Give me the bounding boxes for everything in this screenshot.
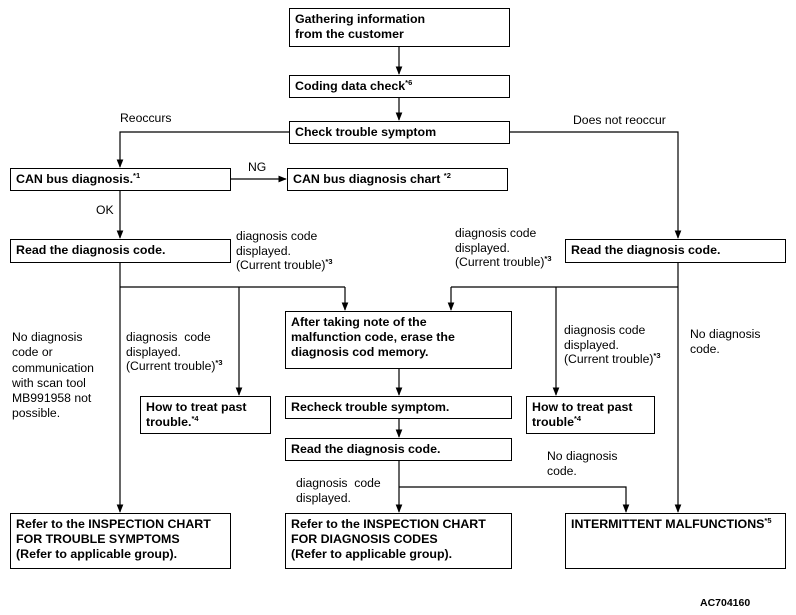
box-can-diag-text: CAN bus diagnosis. — [16, 172, 134, 186]
box-coding-data-check: Coding data check*6 — [289, 75, 510, 98]
box-can-bus-diagnosis: CAN bus diagnosis.*1 — [10, 168, 231, 191]
label-code-displayed-current-c: diagnosis code displayed. (Current troub… — [126, 330, 223, 374]
ref-4-right: *4 — [574, 414, 582, 423]
box-past-right-text: How to treat past trouble — [532, 400, 633, 429]
label-c-text: diagnosis code displayed. (Current troub… — [126, 330, 216, 373]
label-reoccurs: Reoccurs — [120, 111, 172, 125]
box-intermittent-text: INTERMITTENT MALFUNCTIONS — [571, 517, 765, 531]
box-can-bus-diagnosis-chart: CAN bus diagnosis chart *2 — [287, 168, 508, 191]
arrow-not-reoccur — [509, 131, 682, 239]
ref-3-b: *3 — [544, 254, 552, 263]
label-d-text: diagnosis code displayed. (Current troub… — [564, 323, 654, 366]
ref-6: *6 — [405, 78, 413, 87]
ref-3-c: *3 — [215, 358, 223, 367]
box-after-taking-note: After taking note of the malfunction cod… — [285, 311, 512, 369]
label-no-code-or-communication: No diagnosis code or communication with … — [12, 330, 94, 421]
box-inspection-chart-diagnosis-codes: Refer to the INSPECTION CHART FOR DIAGNO… — [285, 513, 512, 569]
ref-3-a: *3 — [325, 257, 333, 266]
figure-id: AC704160 — [700, 597, 751, 609]
label-code-displayed-center: diagnosis code displayed. — [296, 476, 381, 505]
label-code-displayed-current-a: diagnosis code displayed. (Current troub… — [236, 229, 333, 273]
ref-5: *5 — [764, 516, 772, 525]
label-ng: NG — [248, 160, 267, 174]
label-no-code-right: No diagnosis code. — [690, 327, 761, 356]
label-no-code-center: No diagnosis code. — [547, 449, 618, 478]
box-read-diagnosis-code-left: Read the diagnosis code. — [10, 239, 231, 263]
box-check-trouble-symptom: Check trouble symptom — [289, 121, 510, 144]
box-read-diagnosis-code-right: Read the diagnosis code. — [565, 239, 786, 263]
box-past-left-text: How to treat past trouble. — [146, 400, 247, 429]
box-coding-text: Coding data check — [295, 79, 406, 93]
label-ok: OK — [96, 203, 114, 217]
box-recheck-trouble-symptom: Recheck trouble symptom. — [285, 396, 512, 419]
ref-2: *2 — [443, 171, 451, 180]
ref-3-d: *3 — [653, 351, 661, 360]
arrow-read-center-to-intermittent — [399, 486, 630, 513]
box-how-to-treat-past-right: How to treat past trouble*4 — [526, 396, 655, 434]
box-inspection-chart-trouble-symptoms: Refer to the INSPECTION CHART FOR TROUBL… — [10, 513, 231, 569]
label-does-not-reoccur: Does not reoccur — [573, 113, 666, 127]
label-code-displayed-current-b: diagnosis code displayed. (Current troub… — [455, 226, 552, 270]
label-a-text: diagnosis code displayed. (Current troub… — [236, 229, 326, 272]
box-how-to-treat-past-left: How to treat past trouble.*4 — [140, 396, 271, 434]
box-can-chart-text: CAN bus diagnosis chart — [293, 172, 444, 186]
ref-1: *1 — [133, 171, 141, 180]
label-b-text: diagnosis code displayed. (Current troub… — [455, 226, 545, 269]
label-code-displayed-current-d: diagnosis code displayed. (Current troub… — [564, 323, 661, 367]
box-intermittent-malfunctions: INTERMITTENT MALFUNCTIONS*5 — [565, 513, 786, 569]
box-read-diagnosis-code-center: Read the diagnosis code. — [285, 438, 512, 461]
box-gathering-information: Gathering information from the customer — [289, 8, 510, 47]
arrow-reoccurs — [116, 131, 289, 168]
ref-4-left: *4 — [191, 414, 199, 423]
